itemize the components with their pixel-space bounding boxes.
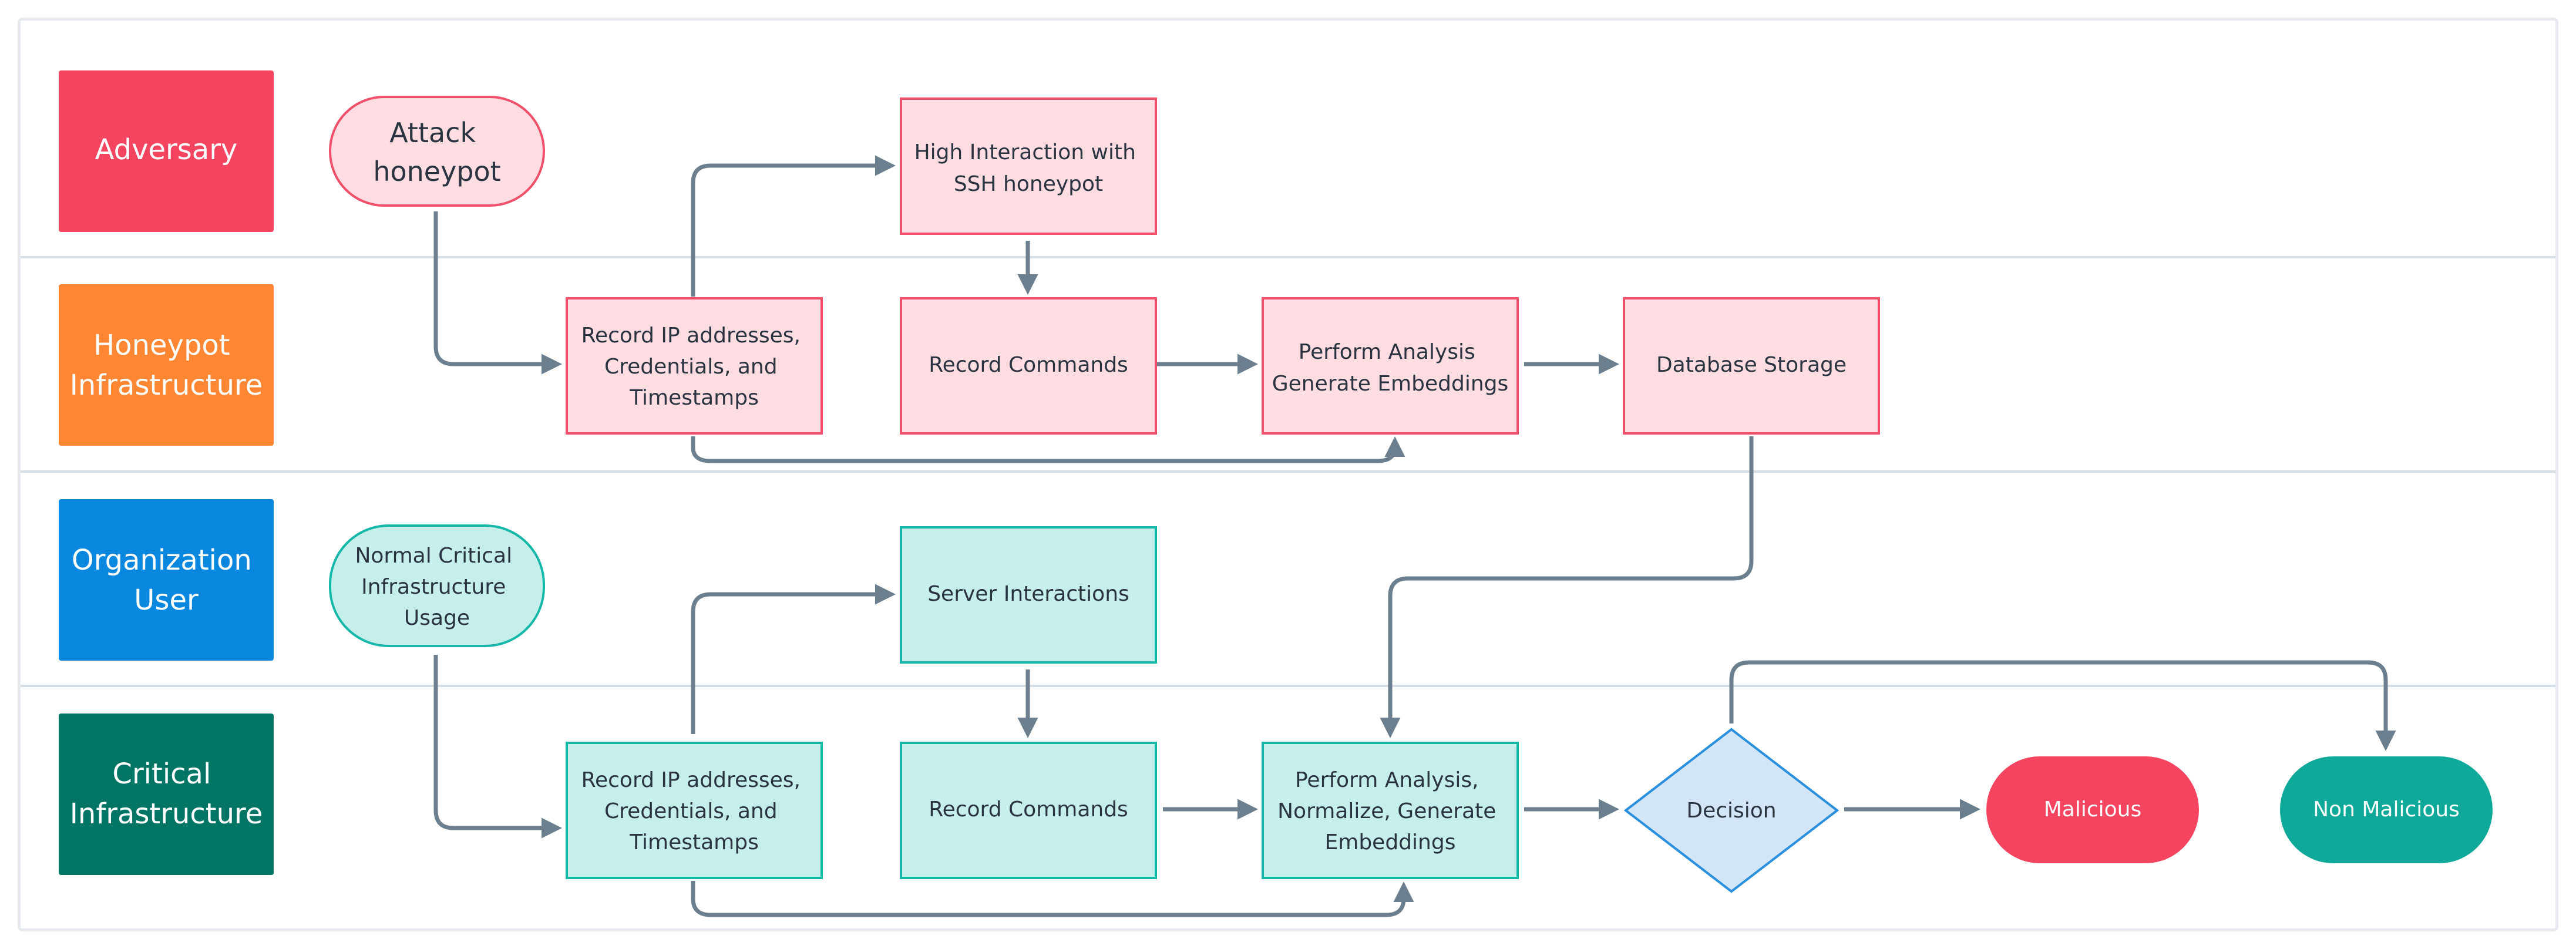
node-hp-record-ip-shape — [566, 297, 823, 435]
node-hp-record-ip: Record IP addresses, Credentials, and Ti… — [566, 297, 823, 435]
lane-org-user-label: Organization User — [72, 544, 261, 617]
node-ci-record-commands-shape — [900, 742, 1157, 879]
node-hp-analysis-line2: Generate Embeddings — [1272, 372, 1509, 396]
connectors — [433, 155, 2396, 917]
node-ci-analysis-line3: Embeddings — [1325, 830, 1456, 854]
lane-critical-label: Critical Infrastructure — [70, 758, 263, 830]
lane-org-user: Organization User — [59, 499, 274, 661]
lane-honeypot-label: Honeypot Infrastructure — [70, 329, 263, 402]
node-decision-label: Decision — [1686, 799, 1776, 823]
node-ci-analysis: Perform Analysis, Normalize, Generate Em… — [1262, 742, 1519, 879]
node-server-interactions: Server Interactions — [900, 526, 1157, 664]
node-hp-analysis-line1: Perform Analysis — [1299, 340, 1475, 364]
node-ci-record-ip-shape — [566, 742, 823, 879]
node-ci-analysis-shape — [1262, 742, 1519, 879]
lane-org-user-label-line2: User — [134, 584, 199, 617]
node-attack-honeypot: Attack honeypot — [329, 96, 545, 207]
node-non-malicious-shape — [2280, 756, 2493, 863]
node-hp-analysis: Perform Analysis Generate Embeddings — [1262, 297, 1519, 435]
node-ci-record-ip-line3: Timestamps — [629, 830, 759, 854]
node-hp-record-ip-label: Record IP addresses, Credentials, and Ti… — [581, 324, 808, 410]
node-hp-analysis-label: Perform Analysis Generate Embeddings — [1272, 340, 1509, 396]
node-normal-usage-shape — [329, 524, 545, 647]
node-decision-shape — [1623, 728, 1839, 893]
node-server-interactions-label: Server Interactions — [927, 582, 1129, 606]
node-hp-record-commands: Record Commands — [900, 297, 1157, 435]
lane-separators — [21, 256, 2555, 687]
arrow-record-ip-bypass-to-analysis — [691, 436, 1405, 463]
node-ci-analysis-label: Perform Analysis, Normalize, Generate Em… — [1277, 768, 1503, 854]
node-non-malicious-label: Non Malicious — [2313, 797, 2460, 822]
node-high-interaction-shape — [900, 97, 1157, 235]
arrow-database-to-ci-analysis — [1380, 436, 1754, 738]
lane-honeypot-label-line2: Infrastructure — [70, 369, 263, 402]
node-attack-honeypot-line2: honeypot — [373, 156, 500, 187]
node-hp-analysis-shape — [1262, 297, 1519, 435]
node-ci-record-ip-line2: Credentials, and — [604, 799, 778, 823]
node-non-malicious: Non Malicious — [2280, 756, 2493, 863]
node-high-interaction: High Interaction with SSH honeypot — [900, 97, 1157, 235]
node-ci-record-ip-line1: Record IP addresses, — [581, 768, 801, 792]
node-ci-record-commands: Record Commands — [900, 742, 1157, 879]
node-normal-usage-line1: Normal Critical — [355, 544, 512, 568]
lane-adversary-box — [59, 70, 274, 232]
node-high-interaction-line1: High Interaction with — [914, 140, 1136, 164]
node-ci-analysis-line1: Perform Analysis, — [1295, 768, 1479, 792]
lane-critical: Critical Infrastructure — [59, 714, 274, 875]
lane-honeypot-label-line1: Honeypot — [93, 329, 230, 362]
node-attack-honeypot-shape — [329, 96, 545, 207]
arrow-normal-usage-to-ci-record-ip — [433, 655, 562, 839]
node-attack-honeypot-line1: Attack — [389, 117, 476, 149]
lane-critical-label-line1: Critical — [112, 758, 211, 790]
node-high-interaction-label: High Interaction with SSH honeypot — [914, 140, 1143, 196]
node-database-storage-shape — [1623, 297, 1880, 435]
node-high-interaction-line2: SSH honeypot — [954, 172, 1103, 196]
arrow-record-ip-to-high-interaction — [691, 155, 896, 297]
arrow-ci-record-ip-to-server-interactions — [691, 584, 896, 734]
node-hp-record-commands-label: Record Commands — [929, 353, 1128, 377]
node-normal-usage: Normal Critical Infrastructure Usage — [329, 524, 545, 647]
arrow-decision-to-non-malicious — [1729, 660, 2396, 751]
node-ci-record-ip-label: Record IP addresses, Credentials, and Ti… — [581, 768, 808, 854]
node-hp-record-commands-shape — [900, 297, 1157, 435]
node-normal-usage-line3: Usage — [404, 606, 470, 630]
node-decision: Decision — [1623, 728, 1839, 893]
lane-honeypot: Honeypot Infrastructure — [59, 284, 274, 446]
lane-org-user-box — [59, 499, 274, 661]
node-attack-honeypot-label: Attack honeypot — [373, 117, 500, 187]
lane-adversary-label: Adversary — [95, 133, 238, 166]
node-hp-record-ip-line1: Record IP addresses, — [581, 324, 801, 348]
node-server-interactions-shape — [900, 526, 1157, 664]
node-ci-analysis-line2: Normalize, Generate — [1277, 799, 1496, 823]
node-malicious: Malicious — [1986, 756, 2199, 863]
node-malicious-shape — [1986, 756, 2199, 863]
lane-honeypot-box — [59, 284, 274, 446]
node-ci-record-ip: Record IP addresses, Credentials, and Ti… — [566, 742, 823, 879]
node-database-storage-label: Database Storage — [1656, 353, 1847, 377]
node-database-storage: Database Storage — [1623, 297, 1880, 435]
arrow-attack-to-record-ip — [433, 211, 562, 375]
node-hp-record-ip-line2: Credentials, and — [604, 355, 778, 379]
lane-adversary: Adversary — [59, 70, 274, 232]
node-hp-record-ip-line3: Timestamps — [629, 386, 759, 410]
arrow-ci-record-ip-bypass-to-ci-analysis — [691, 881, 1414, 917]
node-malicious-label: Malicious — [2044, 797, 2142, 822]
node-normal-usage-label: Normal Critical Infrastructure Usage — [355, 544, 519, 630]
diagram-frame — [18, 18, 2558, 931]
node-ci-record-commands-label: Record Commands — [929, 797, 1128, 822]
lane-org-user-label-line1: Organization — [72, 544, 252, 577]
lane-critical-label-line2: Infrastructure — [70, 797, 263, 830]
lane-critical-box — [59, 714, 274, 875]
node-normal-usage-line2: Infrastructure — [361, 575, 506, 599]
